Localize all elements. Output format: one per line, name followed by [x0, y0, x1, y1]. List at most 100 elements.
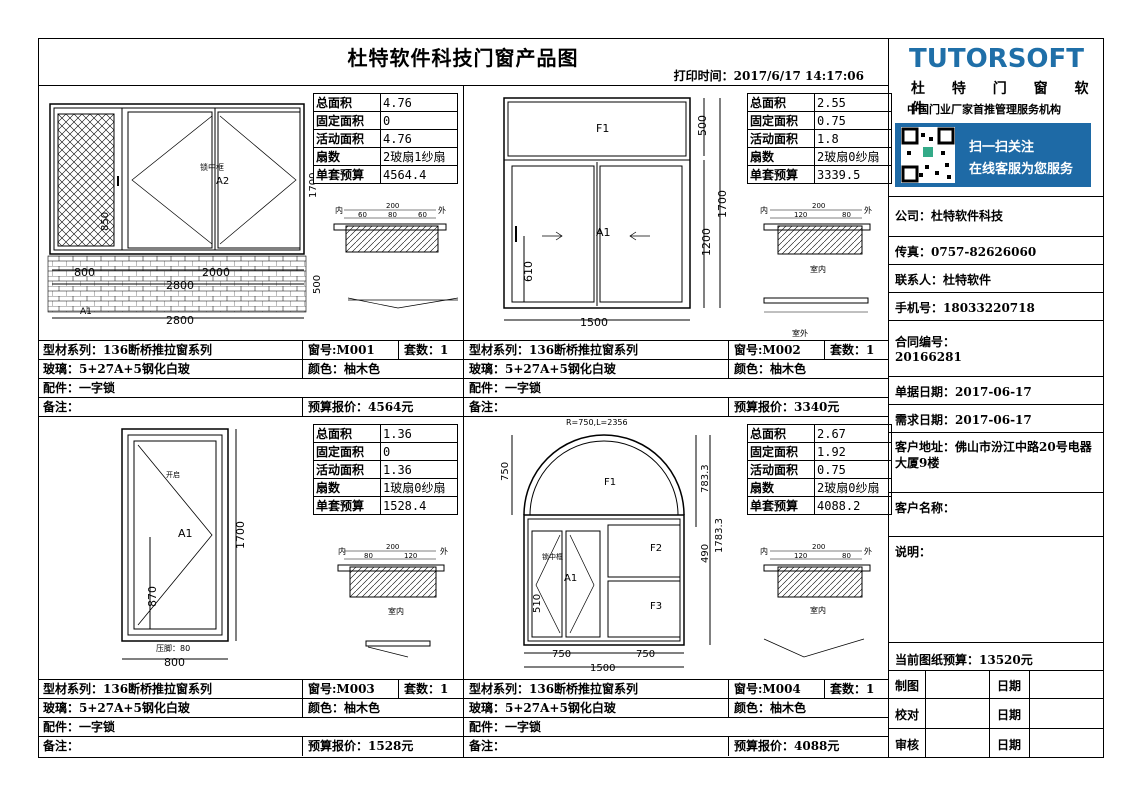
- dim-section-200: 200: [812, 202, 825, 210]
- spec-value: 3339.5: [814, 165, 892, 184]
- spec-value: 1.36: [380, 460, 458, 479]
- spec-value: 4564.4: [380, 165, 458, 184]
- spec-key: 活动面积: [747, 460, 815, 479]
- spec-key: 单套预算: [747, 165, 815, 184]
- window-number: 窗号:M004: [728, 680, 824, 699]
- spec-value: 2玻扇0纱扇: [814, 147, 892, 166]
- spec-value: 0.75: [814, 111, 892, 130]
- dim-section-60b: 60: [418, 211, 427, 219]
- customer-field: 客户名称：: [889, 492, 1104, 536]
- spec-key: 扇数: [747, 147, 815, 166]
- label-indoor: 室内: [810, 264, 826, 274]
- dim-800: 800: [74, 266, 95, 279]
- info-block-m004: 型材系列：136断桥推拉窗系列 窗号:M004 套数：1 玻璃：5+27A+5钢…: [464, 679, 888, 758]
- label-outdoor: 室外: [792, 328, 808, 338]
- dim-610: 610: [522, 261, 535, 282]
- dim-1500: 1500: [580, 316, 608, 329]
- label-f1: F1: [604, 477, 616, 488]
- accessory-label: 配件：一字锁: [469, 720, 542, 734]
- price-label: 预算报价：4088元: [728, 737, 888, 756]
- dim-section-80: 80: [842, 211, 851, 219]
- contract-label: 合同编号：: [895, 335, 956, 349]
- spec-key: 总面积: [747, 93, 815, 112]
- label-a1: A1: [80, 307, 92, 317]
- sign-row-check: 校对 日期: [889, 698, 1104, 728]
- label-arc: R=750,L=2356: [566, 418, 628, 427]
- set-count: 套数：1: [398, 680, 463, 699]
- spec-key: 总面积: [313, 93, 381, 112]
- window-number: 窗号:M002: [728, 341, 824, 360]
- sign-date-label: 日期: [997, 738, 1022, 752]
- label-f2: F2: [650, 543, 662, 554]
- dim-section-200: 200: [386, 202, 399, 210]
- dim-section-80: 80: [364, 552, 373, 560]
- label-f3: F3: [650, 601, 662, 612]
- dim-490: 490: [700, 544, 711, 563]
- spec-key: 单套预算: [747, 496, 815, 515]
- spec-key: 单套预算: [313, 496, 381, 515]
- qr-line1: 扫一扫关注: [969, 140, 1035, 155]
- dim-750v: 750: [500, 462, 511, 481]
- spec-key: 活动面积: [747, 129, 815, 148]
- page-title: 杜特软件科技门窗产品图: [347, 46, 579, 70]
- spec-value: 1玻扇0纱扇: [380, 478, 458, 497]
- label-outside: 外: [440, 546, 448, 556]
- spec-key: 固定面积: [747, 111, 815, 130]
- spec-value: 0: [380, 111, 458, 130]
- spec-key: 活动面积: [313, 129, 381, 148]
- spec-value: 1.8: [814, 129, 892, 148]
- spec-key: 固定面积: [313, 111, 381, 130]
- label-indoor: 室内: [810, 605, 826, 615]
- dim-500: 500: [312, 275, 323, 294]
- dim-783: 783.3: [700, 464, 711, 493]
- label-outside: 外: [438, 205, 446, 215]
- color-label: 颜色：柚木色: [728, 699, 888, 718]
- spec-value: 4088.2: [814, 496, 892, 515]
- label-inside: 内: [760, 546, 768, 556]
- print-time: 打印时间：2017/6/17 14:17:06: [673, 69, 864, 83]
- sign-divider: [925, 699, 926, 728]
- glass-label: 玻璃：5+27A+5钢化白玻: [43, 701, 190, 715]
- spec-key: 固定面积: [747, 442, 815, 461]
- note-field: 说明：: [889, 536, 1104, 642]
- sign-divider: [1029, 729, 1030, 758]
- spec-value: 4.76: [380, 129, 458, 148]
- fax-field: 传真：0757-82626060: [889, 236, 1104, 264]
- dim-section-80: 80: [388, 211, 397, 219]
- dim-section-120: 120: [404, 552, 417, 560]
- spec-value: 0: [380, 442, 458, 461]
- title-bar: 杜特软件科技门窗产品图 打印时间：2017/6/17 14:17:06: [38, 38, 888, 86]
- spec-key: 扇数: [313, 478, 381, 497]
- set-count: 套数：1: [824, 680, 888, 699]
- remark-label: 备注：: [43, 400, 80, 414]
- label-outside: 外: [864, 205, 872, 215]
- spec-key: 扇数: [747, 478, 815, 497]
- sign-date-label: 日期: [997, 708, 1022, 722]
- sign-divider: [925, 671, 926, 698]
- window-drawing-m003: 开启 A1 870 800 压脚：80 1700 内 外 200 80 120 …: [121, 428, 448, 669]
- mobile-field: 手机号：18033220718: [889, 292, 1104, 320]
- dim-section-120: 120: [794, 552, 807, 560]
- accessory-label: 配件：一字锁: [43, 381, 116, 395]
- dim-1783: 1783.3: [714, 518, 725, 553]
- sign-divider: [925, 729, 926, 758]
- dim-1700: 1700: [716, 190, 729, 218]
- brand-name: 杜 特 门 窗 软 件: [911, 81, 1100, 117]
- dim-870: 870: [146, 586, 159, 607]
- sign-divider: [989, 729, 990, 758]
- sign-row-review: 审核 日期: [889, 728, 1104, 758]
- label-inside: 内: [338, 546, 346, 556]
- contract-field: 合同编号： 20166281: [889, 320, 1104, 376]
- panel-divider-vertical: [463, 86, 464, 758]
- qr-banner: 扫一扫关注 在线客服为您服务: [895, 123, 1091, 187]
- brand-logo: TUTORSOFT: [909, 44, 1085, 74]
- spec-value: 2玻扇0纱扇: [814, 478, 892, 497]
- label-bottom-frame: 压脚：80: [156, 643, 190, 653]
- remark-label: 备注：: [469, 400, 506, 414]
- accessory-label: 配件：一字锁: [469, 381, 542, 395]
- spec-value: 1.92: [814, 442, 892, 461]
- sign-label-review: 审核: [895, 738, 920, 752]
- remark-label: 备注：: [43, 739, 80, 753]
- spec-value: 2玻扇1纱扇: [380, 147, 458, 166]
